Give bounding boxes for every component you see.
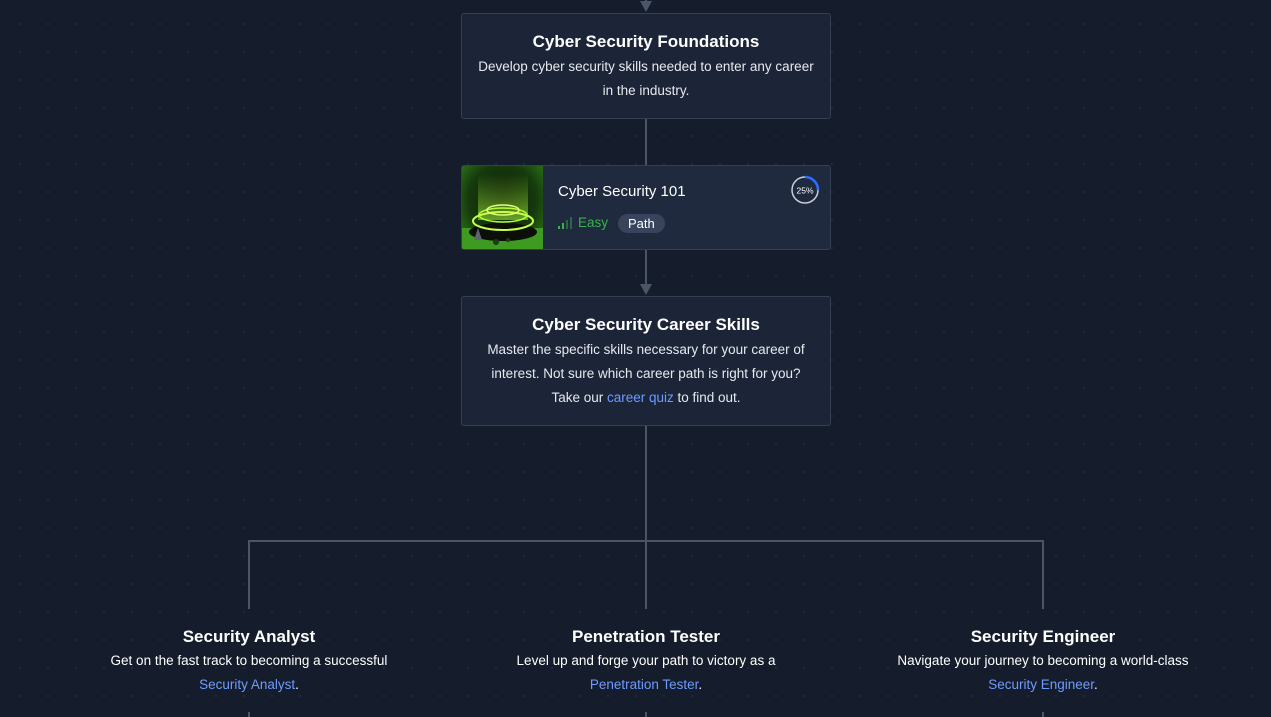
career-description: Get on the fast track to becoming a succ…	[89, 649, 409, 697]
progress-label: 25%	[796, 186, 813, 196]
career-skills-text: Master the specific skills necessary for…	[487, 342, 805, 405]
connector-branch-horizontal	[248, 540, 1044, 542]
connector-bottom-left	[248, 712, 250, 717]
career-text-end: .	[698, 677, 703, 692]
career-title: Security Analyst	[182, 627, 316, 646]
progress-ring: 25%	[790, 175, 820, 205]
module-card-cyber-security-101[interactable]: Cyber Security 101 Easy Path 25%	[461, 165, 831, 250]
career-quiz-link[interactable]: career quiz	[606, 390, 674, 405]
connector-skills-branch	[645, 426, 647, 609]
career-security-engineer: Security Engineer Navigate your journey …	[897, 627, 1189, 697]
connector-bottom-center	[645, 712, 647, 717]
career-description: Navigate your journey to becoming a worl…	[897, 649, 1189, 697]
foundations-description: Develop cyber security skills needed to …	[478, 59, 814, 98]
career-text-end: .	[295, 677, 299, 692]
difficulty-label: Easy	[578, 215, 609, 230]
career-text: Get on the fast track to becoming a succ…	[110, 653, 388, 668]
foundations-card: Cyber Security Foundations Develop cyber…	[461, 13, 831, 119]
career-skills-title: Cyber Security Career Skills	[532, 315, 760, 334]
path-badge: Path	[618, 214, 665, 233]
connector-foundations-module	[645, 119, 647, 165]
career-skills-card: Cyber Security Career Skills Master the …	[461, 296, 831, 426]
signal-bars-icon	[558, 216, 572, 229]
career-title: Penetration Tester	[571, 627, 720, 646]
career-penetration-tester: Penetration Tester Level up and forge yo…	[482, 627, 810, 697]
foundations-title: Cyber Security Foundations	[532, 32, 760, 51]
connector-module-skills	[645, 250, 647, 286]
security-analyst-link[interactable]: Security Analyst	[199, 677, 296, 692]
difficulty-indicator: Easy	[558, 215, 608, 230]
connector-branch-left	[248, 540, 250, 609]
career-description: Level up and forge your path to victory …	[482, 649, 810, 697]
career-security-analyst: Security Analyst Get on the fast track t…	[89, 627, 409, 697]
career-skills-text-end: to find out.	[673, 390, 741, 405]
career-text: Level up and forge your path to victory …	[516, 653, 776, 668]
career-title: Security Engineer	[970, 627, 1116, 646]
career-skills-description: Master the specific skills necessary for…	[478, 338, 814, 410]
career-text-end: .	[1094, 677, 1098, 692]
green-portal-icon	[462, 166, 543, 249]
module-thumbnail	[462, 166, 543, 249]
security-engineer-link[interactable]: Security Engineer	[988, 677, 1095, 692]
module-title: Cyber Security 101	[558, 183, 686, 200]
connector-branch-right	[1042, 540, 1044, 609]
career-text: Navigate your journey to becoming a worl…	[897, 653, 1189, 668]
connector-arrow-top	[640, 1, 652, 12]
connector-arrow-skills	[640, 284, 652, 295]
penetration-tester-link[interactable]: Penetration Tester	[589, 677, 699, 692]
connector-bottom-right	[1042, 712, 1044, 717]
